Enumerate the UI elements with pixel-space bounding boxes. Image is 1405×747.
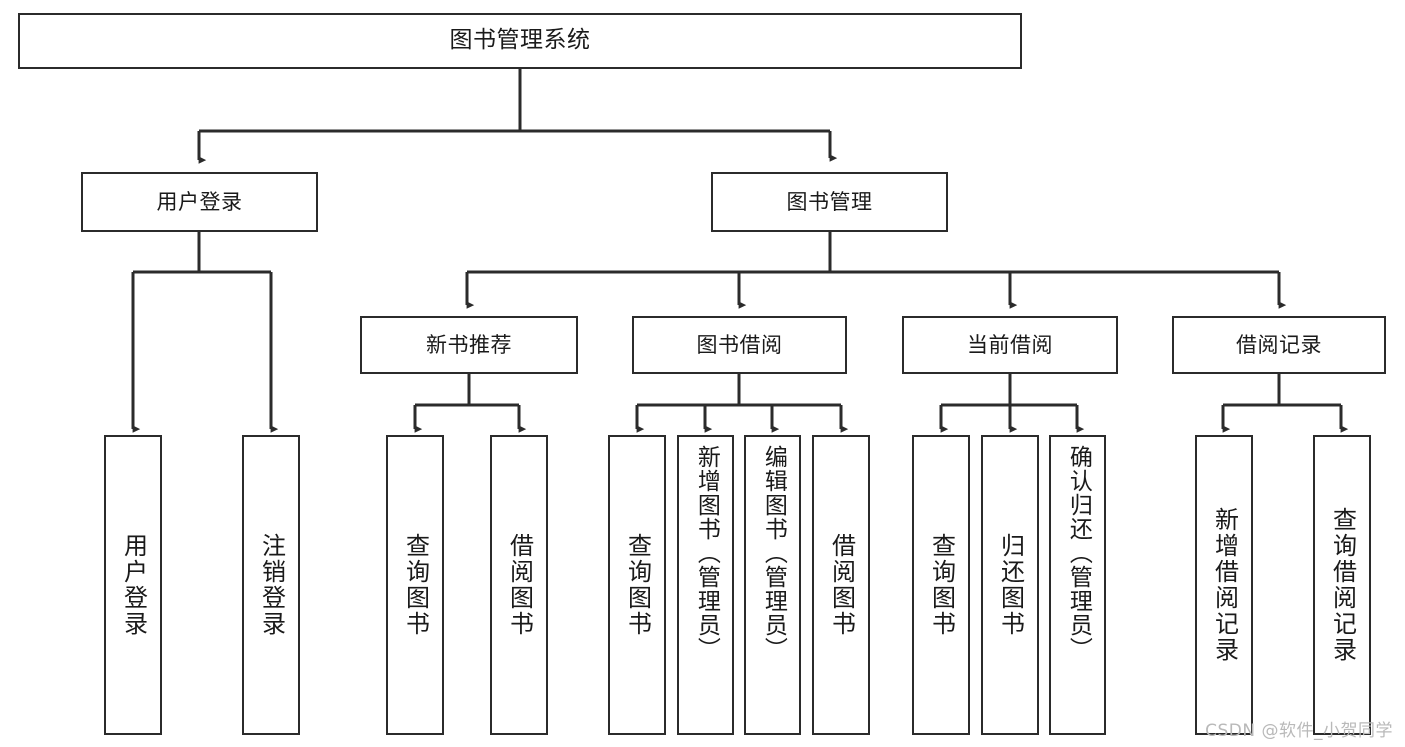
node-leaf-confirm-return-label: 确认归还（管理员） [1065, 445, 1092, 661]
node-leaf-add-record-label: 新增借阅记录 [1210, 507, 1239, 663]
node-leaf-edit-book[interactable]: 编辑图书（管理员） [744, 435, 801, 735]
csdn-watermark: CSDN @软件_小贺同学 [1205, 721, 1393, 741]
node-book-management[interactable]: 图书管理 [711, 172, 948, 232]
node-root-label: 图书管理系统 [449, 27, 591, 54]
node-leaf-add-book[interactable]: 新增图书（管理员） [677, 435, 734, 735]
node-leaf-user-login-label: 用户登录 [119, 533, 148, 637]
node-leaf-query-book-1[interactable]: 查询图书 [386, 435, 444, 735]
node-new-book-recommend-label: 新书推荐 [426, 332, 512, 357]
node-book-borrow[interactable]: 图书借阅 [632, 316, 847, 374]
node-leaf-return-book[interactable]: 归还图书 [981, 435, 1039, 735]
node-leaf-query-book-2[interactable]: 查询图书 [608, 435, 666, 735]
node-leaf-borrow-book-2-label: 借阅图书 [827, 533, 856, 637]
node-leaf-query-book-3[interactable]: 查询图书 [912, 435, 970, 735]
node-leaf-add-book-label: 新增图书（管理员） [693, 445, 720, 661]
node-leaf-user-login[interactable]: 用户登录 [104, 435, 162, 735]
node-current-borrow[interactable]: 当前借阅 [902, 316, 1118, 374]
node-current-borrow-label: 当前借阅 [967, 332, 1053, 357]
node-leaf-borrow-book-2[interactable]: 借阅图书 [812, 435, 870, 735]
node-leaf-query-record[interactable]: 查询借阅记录 [1313, 435, 1371, 735]
node-user-login[interactable]: 用户登录 [81, 172, 318, 232]
node-book-borrow-label: 图书借阅 [696, 332, 783, 357]
node-leaf-confirm-return[interactable]: 确认归还（管理员） [1049, 435, 1106, 735]
node-leaf-add-record[interactable]: 新增借阅记录 [1195, 435, 1253, 735]
node-leaf-borrow-book-1[interactable]: 借阅图书 [490, 435, 548, 735]
node-root[interactable]: 图书管理系统 [18, 13, 1022, 69]
node-leaf-query-book-2-label: 查询图书 [623, 533, 652, 637]
node-leaf-query-book-3-label: 查询图书 [927, 533, 956, 637]
node-borrow-record[interactable]: 借阅记录 [1172, 316, 1386, 374]
node-borrow-record-label: 借阅记录 [1236, 332, 1322, 357]
node-leaf-logout-login[interactable]: 注销登录 [242, 435, 300, 735]
node-leaf-return-book-label: 归还图书 [996, 533, 1025, 637]
node-book-management-label: 图书管理 [786, 189, 873, 214]
node-leaf-borrow-book-1-label: 借阅图书 [505, 533, 534, 637]
node-leaf-query-book-1-label: 查询图书 [401, 533, 430, 637]
node-leaf-query-record-label: 查询借阅记录 [1328, 507, 1357, 663]
node-new-book-recommend[interactable]: 新书推荐 [360, 316, 578, 374]
node-leaf-logout-login-label: 注销登录 [257, 533, 286, 637]
node-user-login-label: 用户登录 [156, 189, 243, 214]
node-leaf-edit-book-label: 编辑图书（管理员） [760, 445, 787, 661]
